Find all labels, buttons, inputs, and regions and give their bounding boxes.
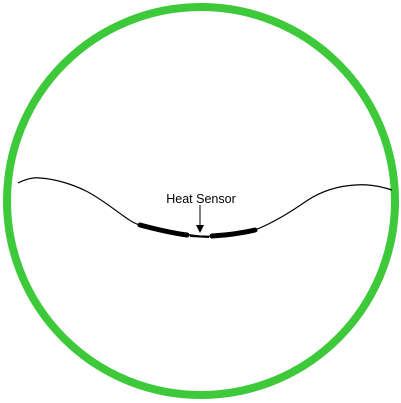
sensor-cable-right bbox=[212, 230, 255, 236]
sensor-pointer-arrowhead bbox=[196, 225, 204, 233]
sensor-cable-left bbox=[140, 225, 187, 235]
profile-curve bbox=[18, 178, 392, 236]
heat-sensor-label: Heat Sensor bbox=[166, 192, 235, 206]
heat-sensor-element bbox=[190, 236, 209, 237]
